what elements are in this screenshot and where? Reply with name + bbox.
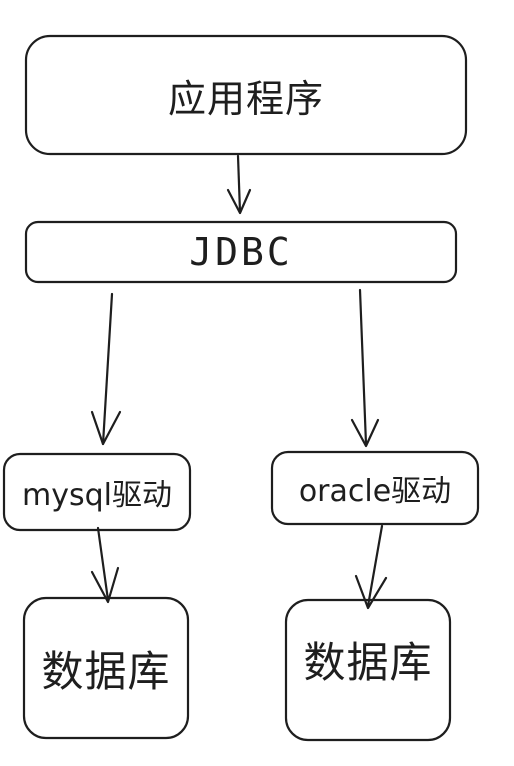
jdbc-box — [24, 220, 458, 284]
arrow-jdbc-to-mysql-driver — [90, 292, 122, 446]
oracle-driver-box — [270, 450, 480, 526]
arrow-app-to-jdbc — [226, 154, 252, 215]
arrow-jdbc-to-oracle-driver — [350, 288, 380, 448]
arrow-oracle-driver-to-db — [354, 524, 388, 610]
db-right-node-label: 数据库 — [303, 637, 433, 687]
oracle-driver-node-label: oracle驱动 — [298, 474, 452, 509]
app-box — [24, 34, 468, 156]
db-left-node-label: 数据库 — [41, 646, 171, 696]
arrow-mysql-driver-to-db — [90, 526, 120, 604]
mysql-driver-node-label: mysql驱动 — [22, 478, 172, 513]
mysql-driver-box — [2, 452, 192, 532]
jdbc-node-label: JDBC — [189, 230, 293, 274]
app-node-label: 应用程序 — [167, 76, 324, 121]
